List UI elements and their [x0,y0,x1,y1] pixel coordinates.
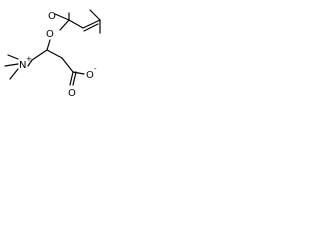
bond-ch2-to-coo [61,57,74,73]
bond-alkene-2 [83,23,99,32]
atom-o-ester-carbonyl: O [48,11,56,22]
atom-nitrogen: N [19,60,26,71]
bond-coo-single [72,71,85,75]
bond-ch2-to-n [27,59,33,67]
bond-n-methyl-left [4,63,19,67]
atom-o-carboxylate-double: O [68,88,76,99]
molecule-drawing: O O N + O O - [4,9,101,99]
structure-diagram: O O N + O O - [0,0,110,111]
bond-acyl-carbonyl [54,13,70,21]
bond-acyl-carbonyl-3 [59,19,70,31]
bond-ester-o-to-ch [46,39,51,51]
atom-nitrogen-charge: + [26,55,32,63]
atom-o-ester-link: O [46,29,54,40]
bond-alkene [82,19,101,29]
bond-ch-to-ch2-right [46,49,63,59]
atom-o-carboxylate-charge: - [94,65,97,73]
bond-coo-double-2 [72,71,77,86]
atom-o-carboxylate-single: O [86,70,94,81]
bond-n-methyl-bottom [9,68,19,80]
bond-acyl [68,19,84,29]
bond-ch-to-ch2-left [31,49,48,61]
bond-n-methyl-top [7,54,19,60]
bond-methyl-a [89,9,101,21]
bond-coo-double-1 [69,71,74,86]
